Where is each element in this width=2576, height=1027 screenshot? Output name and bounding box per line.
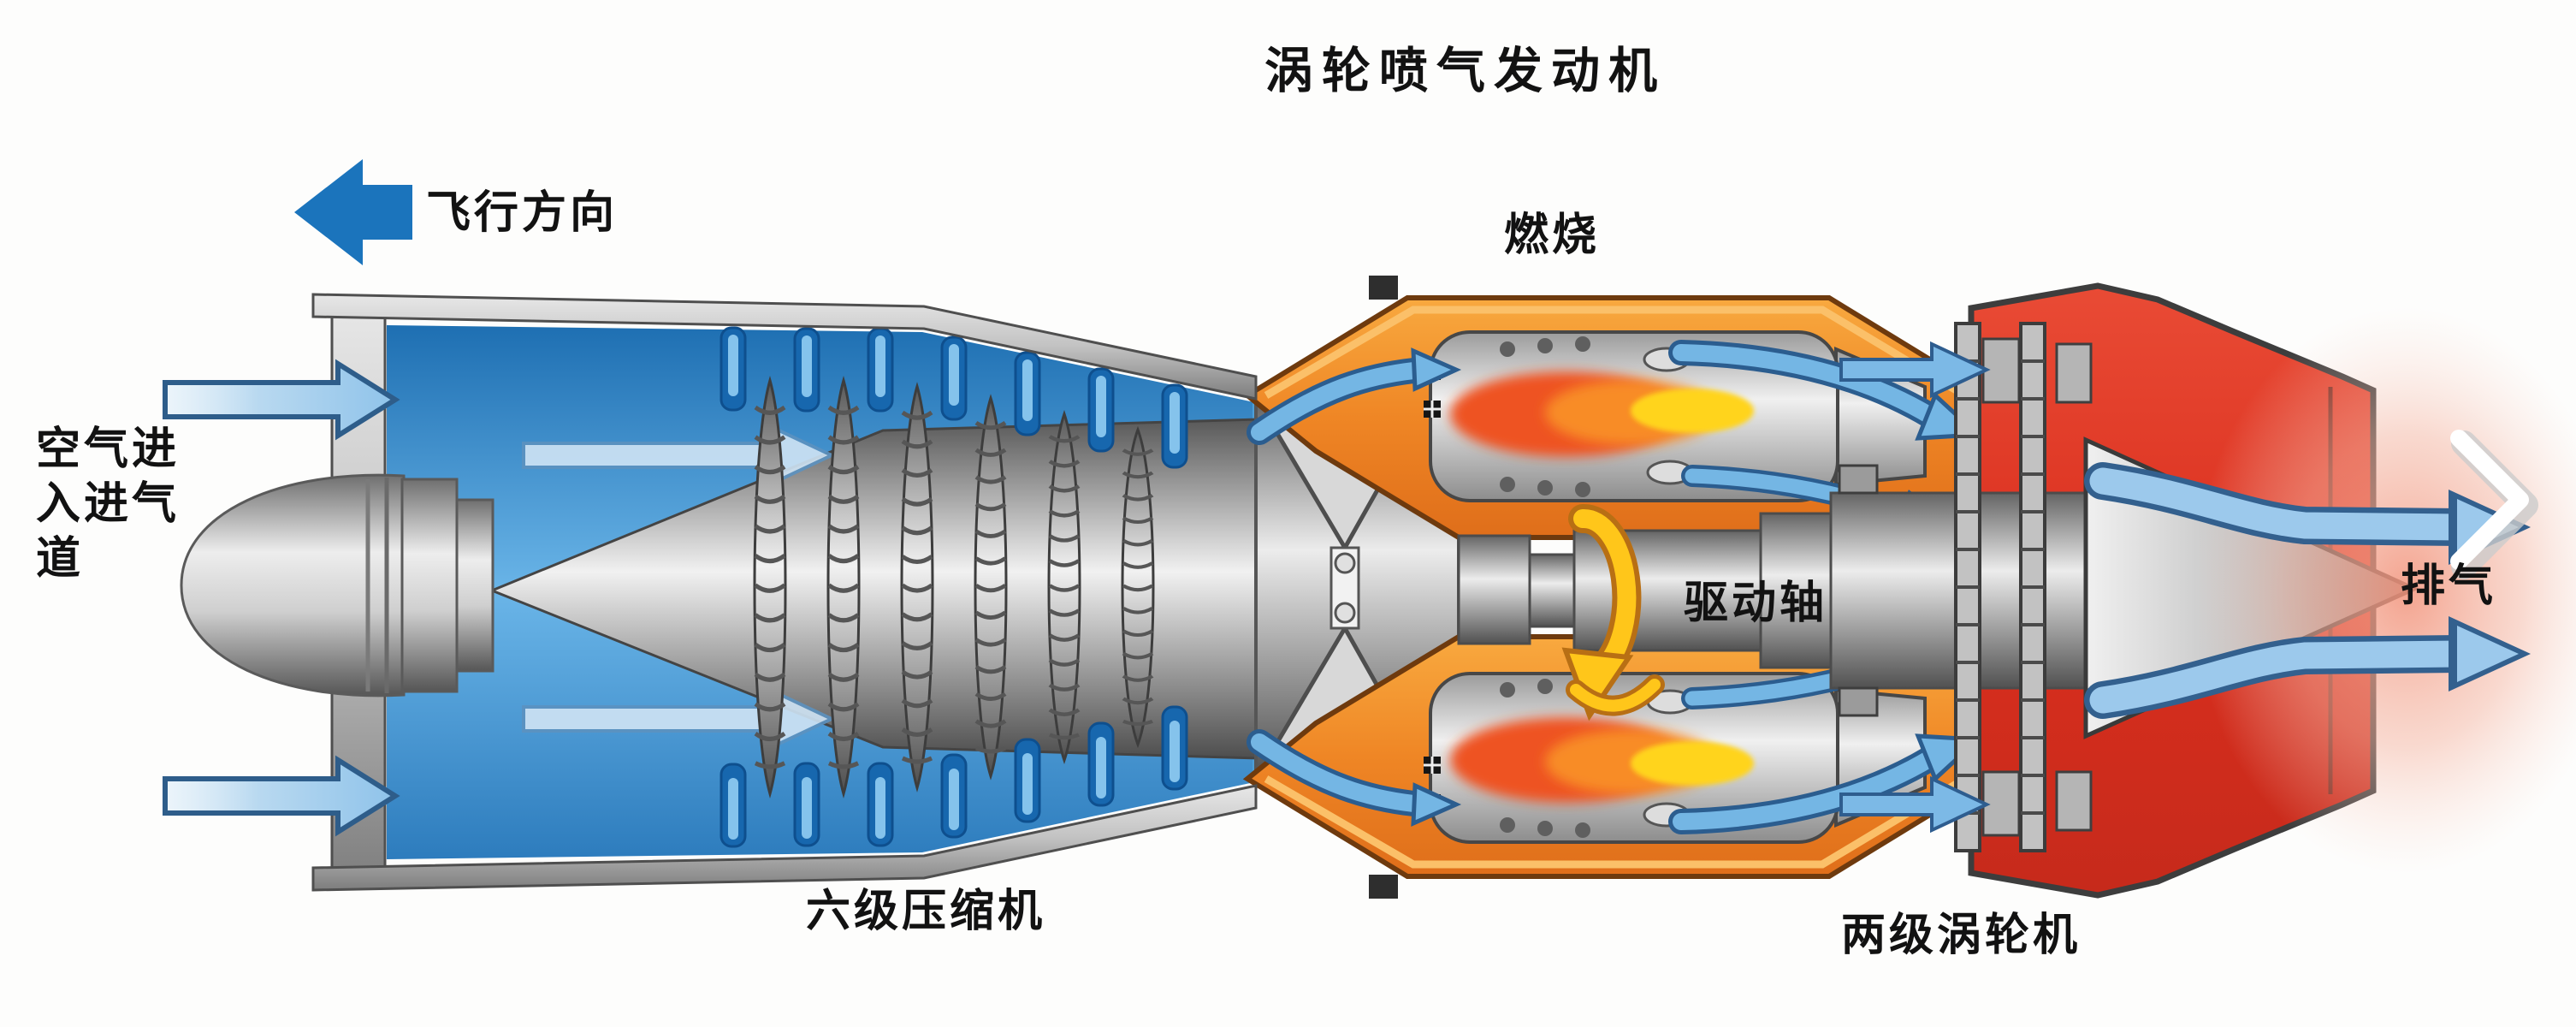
exhaust-arrow-bottom: [2084, 616, 2531, 719]
chevron-right-icon: [2450, 430, 2538, 579]
right-arrow-icon: [1839, 341, 1991, 399]
compressor-label: 六级压缩机: [806, 887, 1045, 936]
right-arrow-icon: [163, 755, 400, 837]
air-intake-label-line2: 入进气: [36, 479, 180, 529]
exhaust-label: 排气: [2401, 561, 2496, 611]
right-arrow-icon: [163, 359, 400, 441]
flight-direction-arrow left-arrow-icon: [294, 159, 412, 265]
igniter-stub: [1369, 276, 1398, 300]
combustion-chamber-top: [1242, 276, 1984, 540]
drive-shaft-label: 驱动轴: [1684, 579, 1827, 628]
bearing-block: [1838, 686, 1879, 717]
combustion-chamber-bottom: [1242, 634, 1984, 899]
intake-entry-arrows: [163, 359, 400, 837]
air-intake-label-line1: 空气进: [36, 424, 180, 474]
diagram-labels: 涡轮喷气发动机 飞行方向 空气进 入进气 道 燃烧 驱动轴 六级压缩机 两级涡轮…: [36, 44, 2496, 960]
bearing-bolt: [1334, 552, 1356, 574]
outer-casing: [311, 293, 1258, 892]
right-arrow-icon: [1839, 775, 1991, 834]
nose-spinner: [180, 473, 494, 698]
turbine-disc-1: [1954, 322, 1981, 852]
page-title: 涡轮喷气发动机: [1264, 44, 1666, 98]
flame: [1450, 371, 1754, 457]
turbine-disc-2: [2019, 322, 2046, 852]
igniter-stub: [1369, 875, 1398, 899]
bearing-bolt: [1334, 602, 1356, 624]
combustion-label: 燃烧: [1504, 211, 1600, 260]
air-intake-label-line3: 道: [36, 534, 84, 584]
bearing-block: [1838, 464, 1879, 495]
turbine-label: 两级涡轮机: [1841, 911, 2081, 960]
flame: [1450, 717, 1754, 803]
rotation-arrow-icon: [1561, 504, 1665, 721]
two-stage-turbine: [1839, 322, 2093, 852]
exhaust-flow: [2084, 306, 2576, 875]
flight-direction-label: 飞行方向: [426, 188, 618, 238]
